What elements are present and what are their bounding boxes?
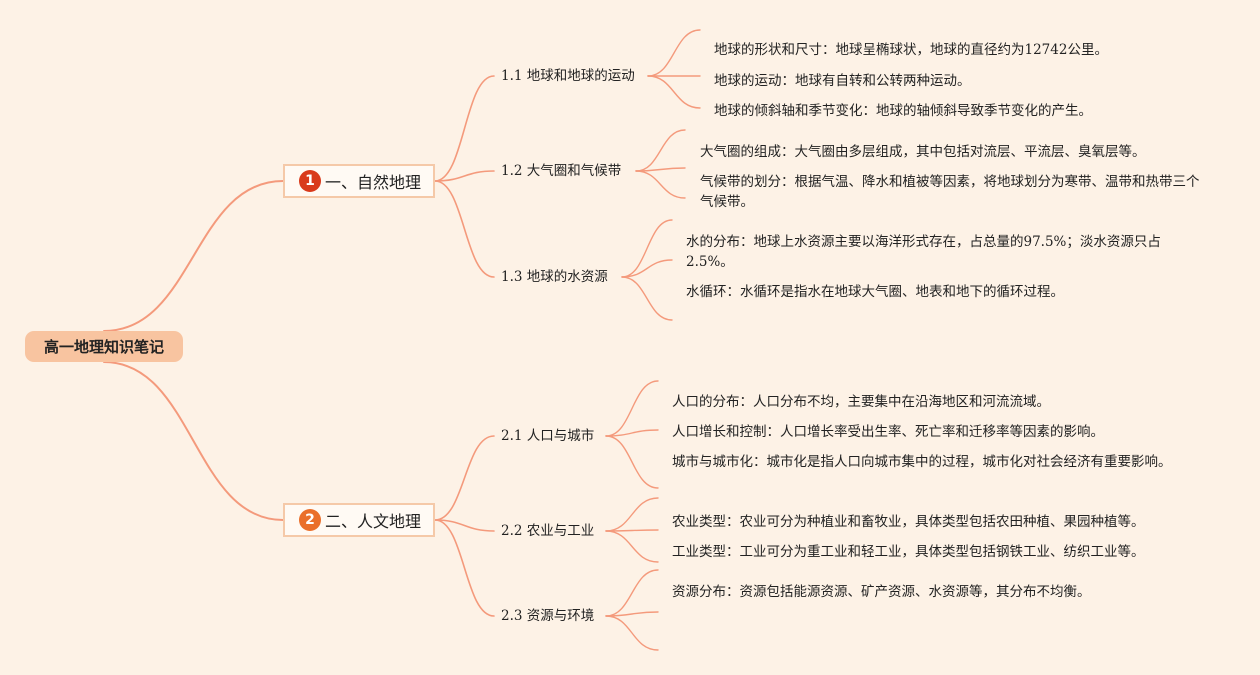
leaf-link <box>635 170 686 199</box>
leaf-link <box>621 219 673 278</box>
branch-link <box>434 170 495 182</box>
sub-topic-1-3[interactable]: 1.3 地球的水资源 <box>501 269 608 285</box>
leaf-note[interactable]: 大气圈的组成：大气圈由多层组成，其中包括对流层、平流层、臭氧层等。 <box>700 144 1146 160</box>
branch-link <box>434 519 495 617</box>
sub-topic-1-1[interactable]: 1.1 地球和地球的运动 <box>501 68 635 84</box>
branch-link <box>434 75 495 182</box>
branch-link <box>434 180 495 278</box>
branch-link <box>434 519 495 532</box>
leaf-link <box>605 429 659 437</box>
leaf-note[interactable]: 地球的倾斜轴和季节变化：地球的轴倾斜导致季节变化的产生。 <box>714 103 1092 119</box>
leaf-link <box>605 435 659 489</box>
leaf-link <box>605 615 659 651</box>
leaf-note[interactable]: 水的分布：地球上水资源主要以海洋形式存在，占总量的97.5%；淡水资源只占2.5… <box>686 234 1161 270</box>
leaf-note[interactable]: 人口增长和控制：人口增长率受出生率、死亡率和迁移率等因素的影响。 <box>672 424 1104 440</box>
leaf-link <box>605 380 659 437</box>
leaf-link <box>635 129 686 172</box>
leaf-note[interactable]: 工业类型：工业可分为重工业和轻工业，具体类型包括钢铁工业、纺织工业等。 <box>672 544 1145 560</box>
branch-label: 一、自然地理 <box>325 173 422 192</box>
leaf-note[interactable]: 农业类型：农业可分为种植业和畜牧业，具体类型包括农田种植、果园种植等。 <box>672 514 1145 530</box>
root-topic[interactable]: 高一地理知识笔记 <box>25 331 183 362</box>
leaf-note[interactable]: 城市与城市化：城市化是指人口向城市集中的过程，城市化对社会经济有重要影响。 <box>672 454 1172 470</box>
leaf-note[interactable]: 地球的运动：地球有自转和公转两种运动。 <box>714 73 971 89</box>
root-link <box>103 361 284 521</box>
leaf-link <box>605 611 659 617</box>
leaf-link <box>605 530 659 563</box>
leaf-note[interactable]: 人口的分布：人口分布不均，主要集中在沿海地区和河流流域。 <box>672 394 1050 410</box>
leaf-link <box>647 29 701 77</box>
sub-topic-2-2[interactable]: 2.2 农业与工业 <box>501 523 595 539</box>
sub-topic-1-2[interactable]: 1.2 大气圈和气候带 <box>501 163 622 179</box>
sub-topic-2-3[interactable]: 2.3 资源与环境 <box>501 608 595 624</box>
sub-topic-2-1[interactable]: 2.1 人口与城市 <box>501 428 595 444</box>
root-topic-label: 高一地理知识笔记 <box>43 338 164 356</box>
branch-natural-geography[interactable]: 1 一、自然地理 <box>283 164 435 198</box>
branch-label: 二、人文地理 <box>325 512 422 531</box>
branch-link <box>434 435 495 521</box>
number-badge-1: 1 <box>299 170 321 192</box>
root-link <box>103 180 284 332</box>
number-badge-2: 2 <box>299 509 321 531</box>
leaf-link <box>621 259 673 278</box>
leaf-note[interactable]: 地球的形状和尺寸：地球呈椭球状，地球的直径约为12742公里。 <box>714 42 1108 58</box>
branch-human-geography[interactable]: 2 二、人文地理 <box>283 503 435 537</box>
leaf-note[interactable]: 资源分布：资源包括能源资源、矿产资源、水资源等，其分布不均衡。 <box>672 584 1091 600</box>
leaf-note[interactable]: 气候带的划分：根据气温、降水和植被等因素，将地球划分为寒带、温带和热带三个气候带… <box>700 174 1200 210</box>
leaf-link <box>605 569 659 617</box>
leaf-note[interactable]: 水循环：水循环是指水在地球大气圈、地表和地下的循环过程。 <box>686 284 1064 300</box>
leaf-link <box>605 497 659 532</box>
leaf-link <box>647 75 701 109</box>
leaf-link <box>621 276 673 321</box>
